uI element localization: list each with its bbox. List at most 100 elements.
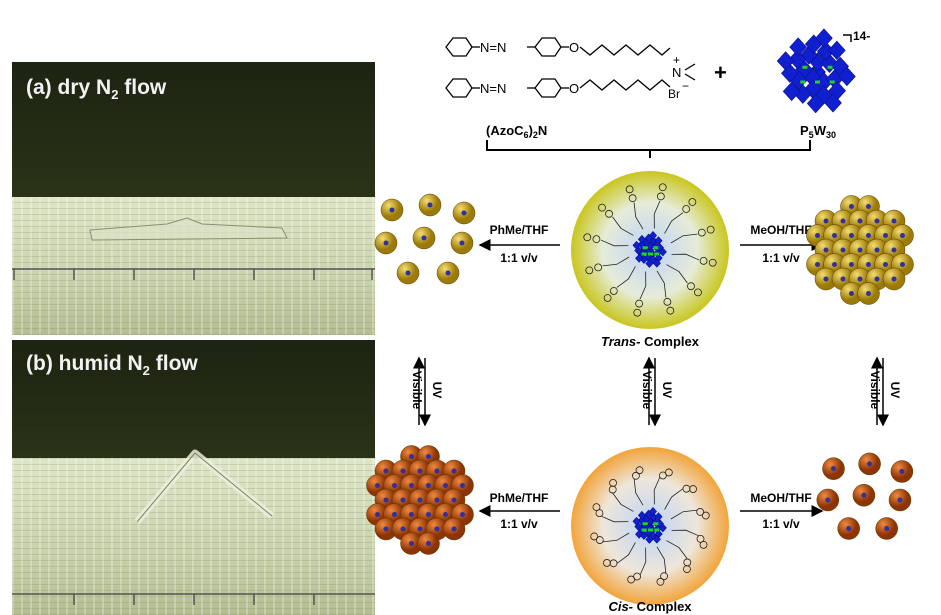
gold-aggregate-complex [882, 267, 906, 291]
alkyl-chain [670, 233, 698, 244]
azobenzene-ring [632, 471, 640, 480]
azobenzene-ring [683, 565, 691, 573]
tungsten-octahedron [634, 522, 643, 531]
solvent-label: PhMe/THF [490, 223, 549, 237]
azobenzene-ring [682, 205, 691, 213]
cis-surfactant-arms [590, 466, 710, 586]
phosphorus-site [800, 80, 806, 84]
azobenzene-ring [627, 575, 636, 584]
orange-single-complex [858, 452, 881, 476]
tungsten-octahedron [788, 49, 807, 70]
gold-single-complex [380, 198, 404, 222]
photo-panel-a: (a) dry N2 flow [12, 62, 375, 335]
tungsten-octahedron [635, 529, 644, 539]
tungsten-octahedron [838, 66, 856, 87]
azobenzene-ring [635, 466, 644, 475]
plus-sign: + [714, 60, 727, 85]
phosphorus-site [654, 528, 660, 532]
alkyl-chain [666, 264, 688, 284]
svg-text:UV: UV [660, 382, 674, 399]
svg-text:Visible: Visible [410, 371, 424, 410]
tungsten-octahedron [637, 234, 646, 244]
azobenzene-ring [609, 287, 618, 295]
ratio-label: 1:1 v/v [500, 251, 538, 265]
orange-single-complex [837, 517, 860, 540]
tungsten-octahedron [824, 93, 842, 113]
azobenzene-ring [688, 198, 697, 206]
phosphorus-site [648, 528, 653, 532]
uv-visible-equilibrium: Visible UV [640, 356, 674, 427]
tungsten-octahedron [654, 512, 663, 522]
azo-surfactant-structure [445, 37, 696, 98]
gold-aggregate-complex [857, 282, 880, 305]
alkyl-chain [633, 202, 644, 230]
phosphorus-site [641, 252, 647, 256]
ruler-and-film [12, 449, 375, 605]
tungsten-octahedron [635, 253, 644, 263]
structure-atoms: N=N N=N O O N + Br − [480, 40, 689, 101]
azobenzene-ring [590, 532, 599, 541]
svg-text:N=N: N=N [480, 81, 506, 96]
orange-single-complex [875, 517, 898, 540]
uv-visible-equilibrium: Visible UV [410, 356, 444, 427]
azobenzene-ring [696, 508, 705, 516]
azobenzene-ring [592, 235, 601, 244]
azobenzene-ring [625, 185, 634, 194]
azobenzene-ring [660, 572, 668, 581]
uv-visible-equilibrium: Visible UV [868, 356, 902, 427]
tungsten-octahedron [658, 247, 667, 257]
p5w30-polyoxometalate [776, 28, 856, 114]
gold-single-complex [452, 201, 476, 225]
tungsten-octahedron [632, 240, 641, 250]
azobenzene-ring [609, 479, 617, 487]
svg-text:N: N [672, 65, 681, 80]
tungsten-octahedron [828, 40, 846, 61]
tungsten-octahedron [637, 516, 646, 526]
alkyl-chain [639, 271, 647, 300]
azobenzene-ring [592, 503, 601, 512]
azobenzene-ring [708, 258, 717, 267]
surfactant-name: (AzoC6)2N [486, 123, 547, 140]
phosphorus-site [642, 522, 648, 526]
azobenzene-ring [603, 559, 611, 567]
tungsten-octahedron [645, 535, 654, 544]
alkyl-chain [602, 532, 630, 543]
panel-b-label: (b) humid N2 flow [26, 352, 198, 379]
azobenzene-ring [658, 183, 667, 192]
svg-text:+: + [673, 53, 680, 67]
svg-text:Visible: Visible [868, 371, 882, 410]
azobenzene-ring [697, 228, 706, 237]
alkyl-chain [653, 200, 661, 229]
svg-text:Visible: Visible [640, 371, 654, 410]
orange-single-complex [816, 488, 840, 512]
tungsten-octahedron [637, 240, 646, 250]
tungsten-octahedron [634, 246, 643, 255]
gold-single-complex [374, 231, 398, 255]
tungsten-octahedron [658, 523, 667, 533]
tungsten-octahedron [637, 510, 646, 520]
textured-surface [12, 197, 375, 335]
azobenzene-ring [687, 282, 695, 291]
ratio-label: 1:1 v/v [500, 517, 538, 531]
gold-single-complex [436, 261, 460, 285]
phosphorus-site [653, 246, 659, 250]
phosphorus-site [648, 252, 653, 256]
svg-text:−: − [682, 79, 689, 93]
assemblies [366, 193, 914, 555]
alkyl-chain [616, 266, 636, 288]
trans-complex-label: Trans- Complex [601, 334, 700, 349]
azobenzene-ring [605, 209, 613, 218]
textured-surface [12, 458, 375, 615]
azobenzene-ring [603, 294, 612, 302]
azobenzene-ring [656, 577, 665, 586]
tungsten-octahedron [652, 258, 661, 268]
ratio-label: 1:1 v/v [762, 517, 800, 531]
charge-bracket [843, 34, 852, 42]
orange-single-complex [888, 488, 912, 512]
azobenzene-ring [628, 194, 637, 203]
svg-text:O: O [569, 81, 579, 96]
cis-core-pom [632, 507, 667, 544]
tungsten-octahedron [806, 93, 825, 114]
gold-single-complex [396, 261, 420, 285]
ruler-and-film [12, 217, 375, 280]
